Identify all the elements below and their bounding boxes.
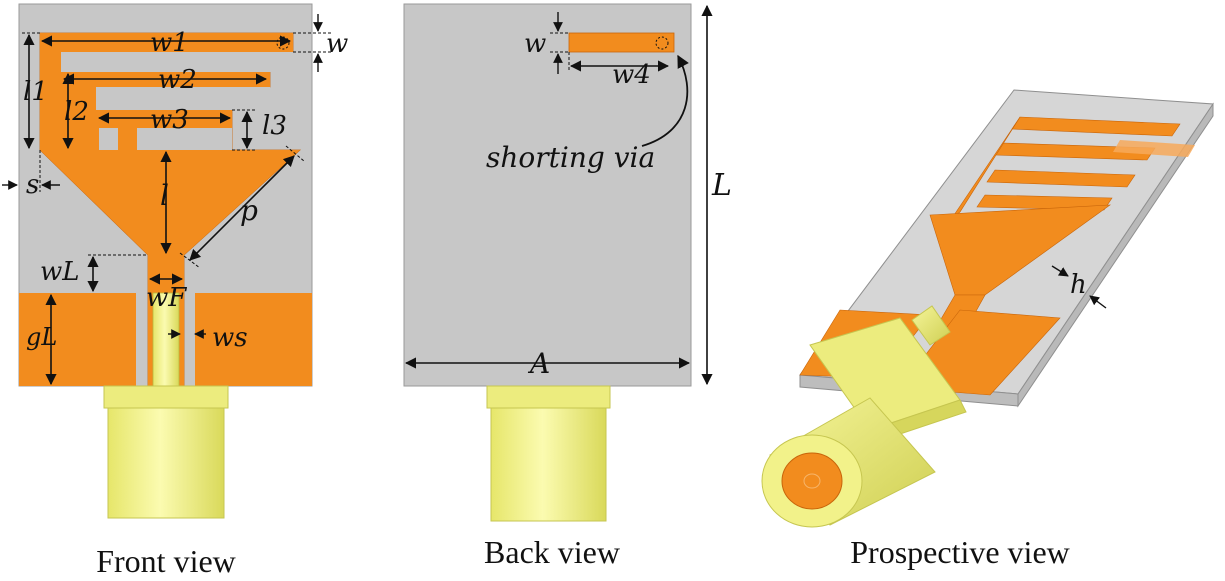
shorting-via-pointer [641, 54, 689, 147]
back-via-circle [655, 36, 669, 50]
dim-h-arrow-bottom [1089, 295, 1107, 309]
persp-pin [911, 305, 951, 346]
front-connector-flange [103, 385, 229, 409]
prospective-view: h Prospective view [761, 89, 1214, 570]
label-L: L [711, 168, 732, 203]
caption-front-view: Front view [96, 543, 236, 579]
label-s: s [26, 170, 39, 200]
back-connector-flange [486, 385, 611, 409]
front-slot-lower [137, 128, 232, 150]
label-A: A [527, 347, 550, 380]
caption-prospective-view: Prospective view [850, 534, 1070, 570]
label-gL: gL [26, 323, 57, 351]
label-wF: wF [146, 283, 187, 313]
label-l1: l1 [23, 77, 48, 107]
label-w-front: w [326, 29, 348, 59]
dim-p-line [189, 155, 295, 261]
front-ground-right [195, 293, 312, 386]
front-slot-middle [96, 87, 270, 110]
label-h: h [1070, 270, 1087, 300]
caption-back-view: Back view [484, 534, 620, 570]
persp-back-strip [1113, 140, 1195, 157]
dim-p-guide-top [285, 145, 305, 162]
front-ground-left [19, 293, 136, 386]
persp-arm-4 [976, 194, 1113, 211]
persp-arm-3 [986, 169, 1136, 188]
front-stub-inner [118, 110, 137, 150]
back-strip-w4 [568, 32, 675, 53]
label-ws: ws [212, 323, 248, 353]
label-wL: wL [40, 257, 80, 287]
label-w4: w4 [612, 60, 651, 90]
label-p: p [240, 194, 258, 227]
label-l2: l2 [64, 97, 89, 127]
label-w1: w1 [150, 28, 189, 58]
label-shorting-via: shorting via [486, 141, 655, 174]
label-l3: l3 [262, 111, 287, 141]
persp-stub-left [951, 116, 1021, 219]
label-w2: w2 [158, 65, 197, 95]
front-slot-upper [61, 52, 293, 72]
front-connector-body [107, 407, 225, 519]
label-w3: w3 [150, 105, 189, 135]
persp-connector-core [781, 452, 843, 510]
dim-h-arrow-top [1051, 265, 1069, 277]
back-view: w w4 shorting via L A Back view [403, 3, 732, 570]
label-l: l [160, 179, 169, 212]
front-stub-left [40, 33, 61, 150]
label-w-back: w [524, 29, 546, 59]
back-connector-body [490, 407, 607, 522]
front-view: w1 w w2 l1 l2 w3 l3 s l p wL wF gL ws Fr… [2, 3, 348, 579]
persp-connector-core-inner [803, 473, 821, 489]
